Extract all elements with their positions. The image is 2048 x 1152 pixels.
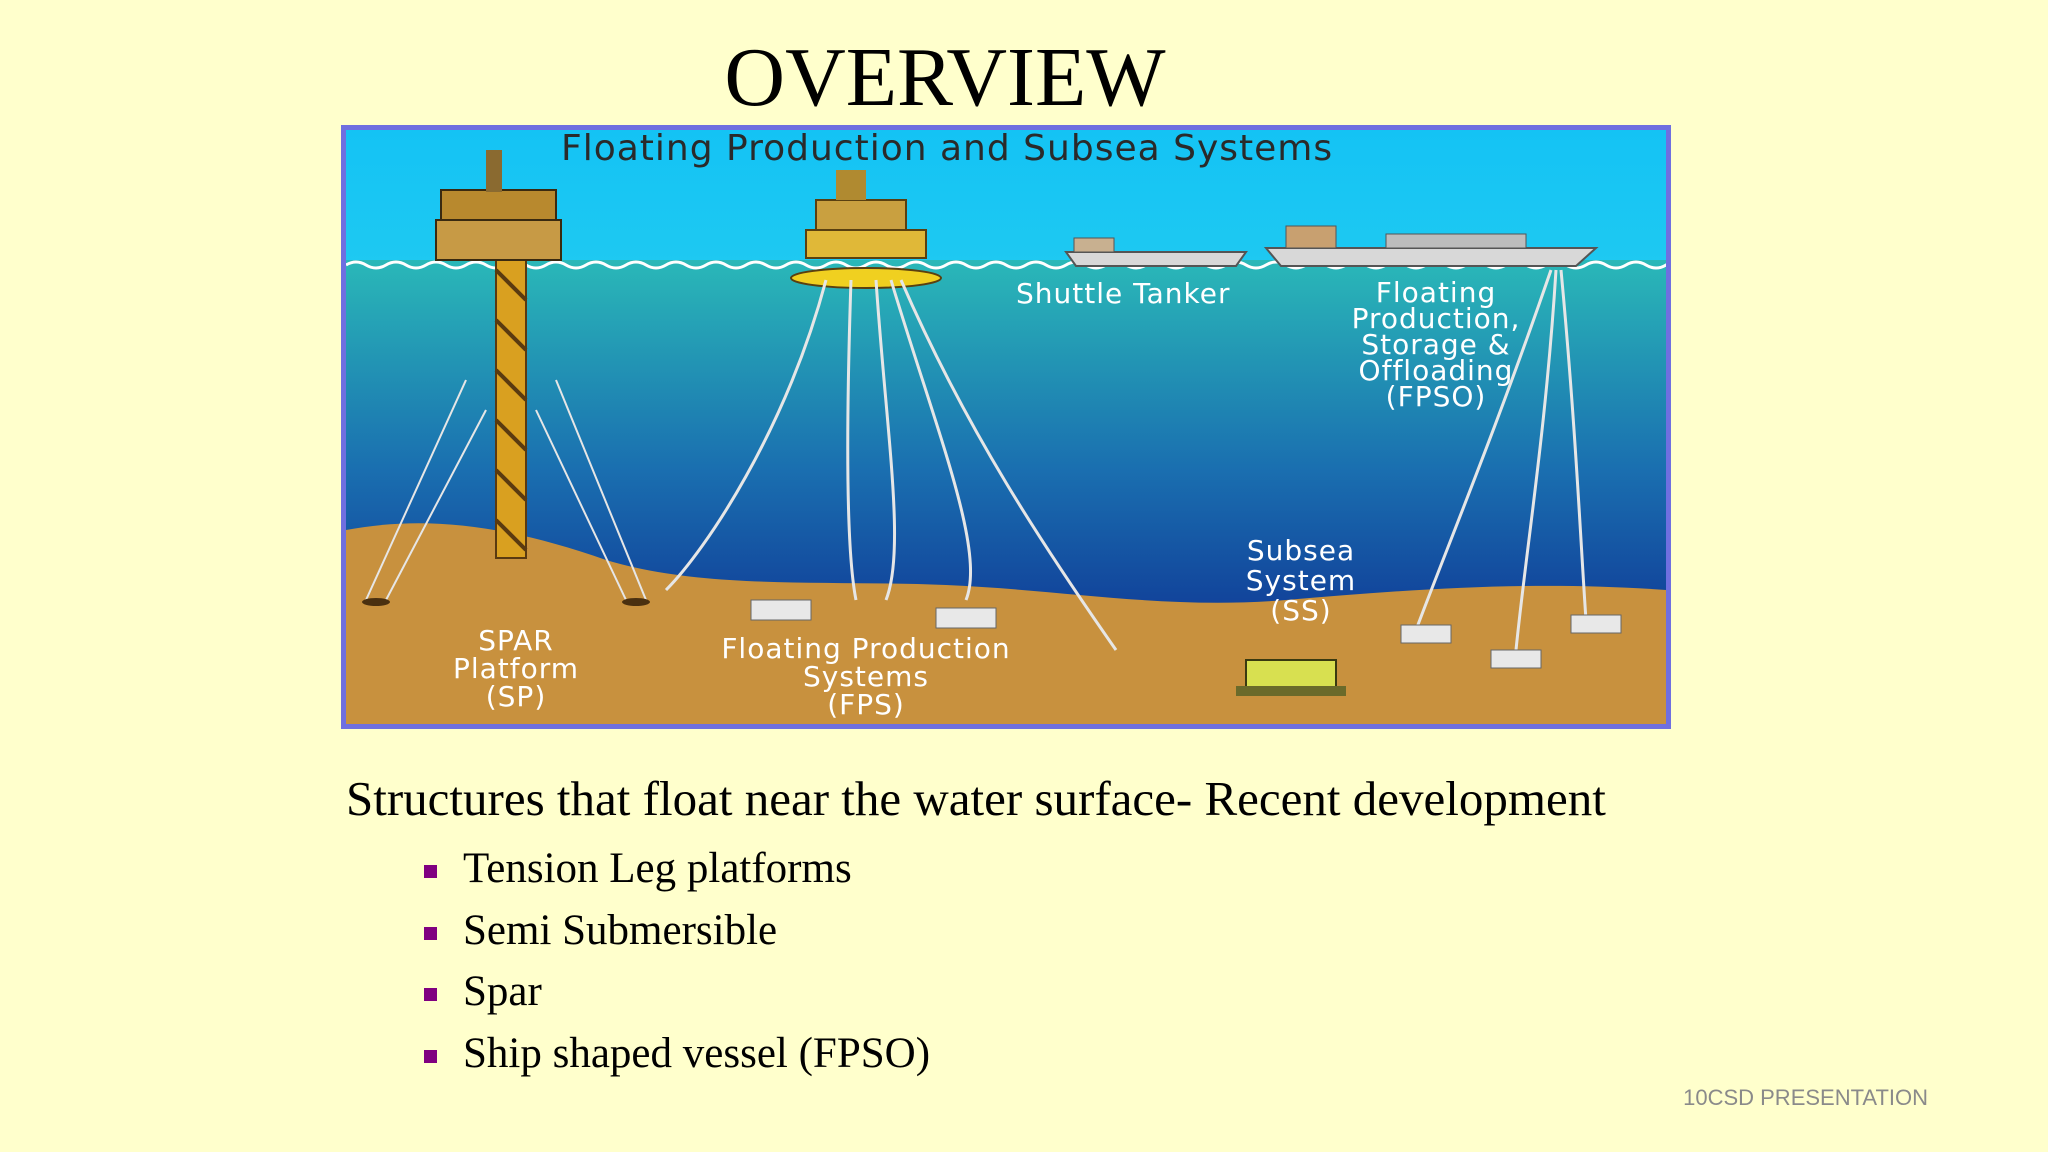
footer-text: 10CSD PRESENTATION xyxy=(1683,1085,1928,1111)
bullet-marker-icon xyxy=(424,1050,437,1063)
bullet-text: Semi Submersible xyxy=(463,906,777,955)
svg-text:(FPSO): (FPSO) xyxy=(1386,380,1487,413)
bullet-item: Ship shaped vessel (FPSO) xyxy=(424,1023,930,1085)
bullet-text: Spar xyxy=(463,967,542,1016)
svg-text:(FPS): (FPS) xyxy=(827,688,905,721)
label-shuttle-tanker: Shuttle Tanker xyxy=(1016,277,1230,310)
bullet-item: Tension Leg platforms xyxy=(424,838,930,900)
bullet-text: Tension Leg platforms xyxy=(463,844,852,893)
slide-title: OVERVIEW xyxy=(0,28,1890,128)
bullet-marker-icon xyxy=(424,927,437,940)
bullet-text: Ship shaped vessel (FPSO) xyxy=(463,1029,930,1078)
floating-production-diagram: Floating Production and Subsea Systems S… xyxy=(341,125,1671,729)
bullet-item: Spar xyxy=(424,961,930,1023)
svg-text:System: System xyxy=(1246,564,1356,597)
svg-text:Subsea: Subsea xyxy=(1247,534,1355,567)
svg-text:(SP): (SP) xyxy=(486,680,547,713)
bullet-item: Semi Submersible xyxy=(424,900,930,962)
slide-subtitle: Structures that float near the water sur… xyxy=(346,770,1606,827)
diagram-illustration: Floating Production and Subsea Systems S… xyxy=(346,130,1666,724)
diagram-title: Floating Production and Subsea Systems xyxy=(561,130,1333,169)
svg-text:(SS): (SS) xyxy=(1270,594,1331,627)
bullet-marker-icon xyxy=(424,865,437,878)
subsea-system xyxy=(1236,660,1346,696)
bullet-marker-icon xyxy=(424,988,437,1001)
bullet-list: Tension Leg platforms Semi Submersible S… xyxy=(424,838,930,1084)
